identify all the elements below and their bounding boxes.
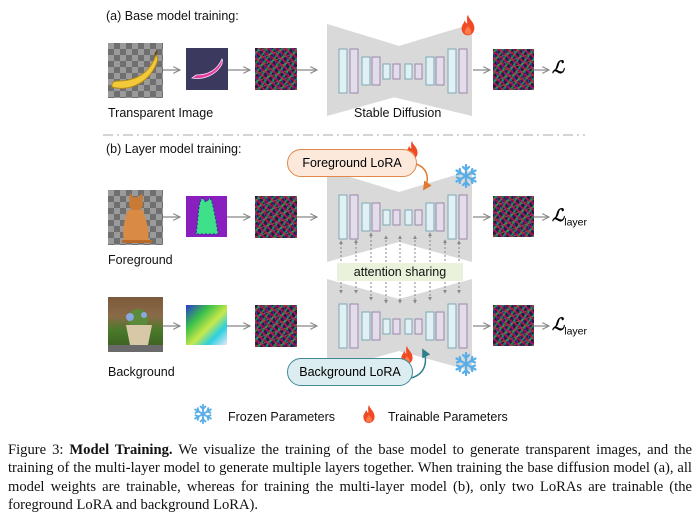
loss-label: ℒ <box>552 58 565 78</box>
foreground-output-latent <box>493 196 534 237</box>
figure-caption: Figure 3: Model Training. We visualize t… <box>8 441 692 514</box>
banana-image <box>111 50 158 89</box>
noisy-latent <box>255 48 297 90</box>
section-b-title: (b) Layer model training: <box>106 142 242 156</box>
background-output-latent <box>493 305 534 346</box>
diagram <box>103 14 585 424</box>
foreground-lora: Foreground LoRA <box>287 149 417 177</box>
foreground-latent <box>186 196 227 237</box>
transparent-image <box>108 43 163 98</box>
background-noisy-latent <box>255 305 297 347</box>
section-a-title: (a) Base model training: <box>106 9 239 23</box>
flame-icon <box>461 14 475 36</box>
encoded-latent <box>186 48 228 90</box>
stable-diffusion-label: Stable Diffusion <box>354 106 442 120</box>
foreground-label: Foreground <box>108 253 173 267</box>
stable-diffusion-unet <box>327 24 472 116</box>
flowerpot-image <box>108 309 163 352</box>
foreground-unet <box>327 170 472 262</box>
caption-title: Model Training. <box>69 442 173 458</box>
legend-trainable-label: Trainable Parameters <box>388 410 508 424</box>
output-latent <box>493 49 534 90</box>
caption-prefix: Figure 3: <box>8 442 70 458</box>
background-lora: Background LoRA <box>287 358 413 386</box>
background-unet <box>327 279 472 371</box>
cat-image <box>122 193 152 243</box>
background-label: Background <box>108 365 175 379</box>
background-latent <box>186 305 227 345</box>
background-lora-arrow <box>410 348 431 379</box>
flame-icon <box>363 404 375 424</box>
legend-frozen-label: Frozen Parameters <box>228 410 335 424</box>
foreground-image <box>108 190 163 245</box>
background-loss-label: ℒlayer <box>552 315 588 338</box>
caption-text: We visualize the training of the base mo… <box>8 442 692 513</box>
transparent-image-label: Transparent Image <box>108 106 214 120</box>
foreground-noisy-latent <box>255 196 297 238</box>
attention-sharing: attention sharing <box>337 263 463 281</box>
foreground-lora-arrow <box>415 163 432 191</box>
background-image <box>108 297 163 352</box>
attention-arrows <box>339 232 461 304</box>
snowflake-icon <box>194 404 212 424</box>
foreground-loss-label: ℒlayer <box>552 206 588 229</box>
